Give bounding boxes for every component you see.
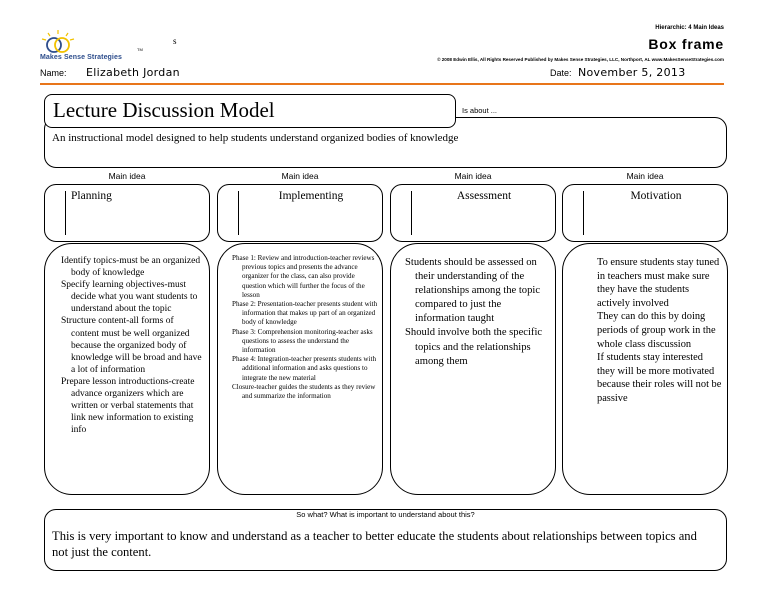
details-box-assessment: Students should be assessed on their und… xyxy=(390,243,556,495)
details-box-motivation: To ensure students stay tuned in teacher… xyxy=(562,243,728,495)
s-mark: s xyxy=(173,36,177,46)
brand-name: Makes Sense Strategies xyxy=(40,54,122,61)
main-idea-box-motivation: Motivation xyxy=(562,184,728,242)
detail-item: If students stay interested they will be… xyxy=(597,352,722,404)
divider-line xyxy=(65,191,66,235)
detail-item: To ensure students stay tuned in teacher… xyxy=(597,257,720,309)
name-value: Elizabeth Jordan xyxy=(86,66,180,79)
details-box-implementing: Phase 1: Review and introduction-teacher… xyxy=(217,243,383,495)
detail-item: Specify learning objectives-must decide … xyxy=(61,280,198,315)
topic-title: Lecture Discussion Model xyxy=(44,94,456,128)
detail-item: Closure-teacher guides the students as t… xyxy=(232,382,376,401)
main-idea-box-assessment: Assessment xyxy=(390,184,556,242)
main-idea-title: Implementing xyxy=(278,190,344,202)
date-label: Date: xyxy=(550,68,572,78)
main-idea-title: Planning xyxy=(71,190,112,202)
form-title: Box frame xyxy=(648,36,724,52)
detail-item: Prepare lesson introductions-create adva… xyxy=(61,376,195,436)
detail-item: They can do this by doing periods of gro… xyxy=(597,311,716,350)
logo-icon xyxy=(41,30,75,53)
details-text: Phase 1: Review and introduction-teacher… xyxy=(232,254,378,401)
name-label: Name: xyxy=(40,68,67,78)
detail-item: Students should be assessed on their und… xyxy=(405,257,541,325)
hierarchy-label: Hierarchic: 4 Main Ideas xyxy=(655,25,724,31)
main-idea-label: Main idea xyxy=(281,171,319,181)
detail-item: Should involve both the specific topics … xyxy=(405,327,543,367)
detail-item: Identify topics-must be an organized bod… xyxy=(61,256,201,279)
detail-item: Phase 1: Review and introduction-teacher… xyxy=(232,254,375,299)
main-idea-label: Main idea xyxy=(108,171,146,181)
so-what-label: So what? What is important to understand… xyxy=(296,510,475,519)
details-text: Identify topics-must be an organized bod… xyxy=(61,255,203,436)
is-about-label: Is about ... xyxy=(462,106,498,115)
main-idea-title: Motivation xyxy=(630,190,682,202)
topic-description: An instructional model designed to help … xyxy=(52,132,459,144)
details-text: Students should be assessed on their und… xyxy=(405,256,551,369)
detail-item: Structure content-all forms of content m… xyxy=(61,316,202,375)
main-idea-box-planning: Planning xyxy=(44,184,210,242)
copyright-line: © 2008 Edwin Ellis, All Rights Reserved … xyxy=(437,57,724,62)
main-idea-title: Assessment xyxy=(456,190,512,202)
divider-line xyxy=(583,191,584,235)
so-what-box xyxy=(44,509,727,571)
date-value: November 5, 2013 xyxy=(578,66,686,79)
detail-item: Phase 3: Comprehension monitoring-teache… xyxy=(232,327,373,355)
main-idea-label: Main idea xyxy=(626,171,664,181)
detail-item: Phase 4: Integration-teacher presents st… xyxy=(232,355,377,382)
divider-line xyxy=(238,191,239,235)
trademark-mark: TM xyxy=(137,47,143,52)
main-idea-label: Main idea xyxy=(454,171,492,181)
header-divider xyxy=(40,83,724,85)
main-idea-box-implementing: Implementing xyxy=(217,184,383,242)
details-text: To ensure students stay tuned in teacher… xyxy=(579,256,723,406)
divider-line xyxy=(411,191,412,235)
so-what-text: This is very important to know and under… xyxy=(52,529,697,559)
details-box-planning: Identify topics-must be an organized bod… xyxy=(44,243,210,495)
detail-item: Phase 2: Presentation-teacher presents s… xyxy=(232,300,378,327)
